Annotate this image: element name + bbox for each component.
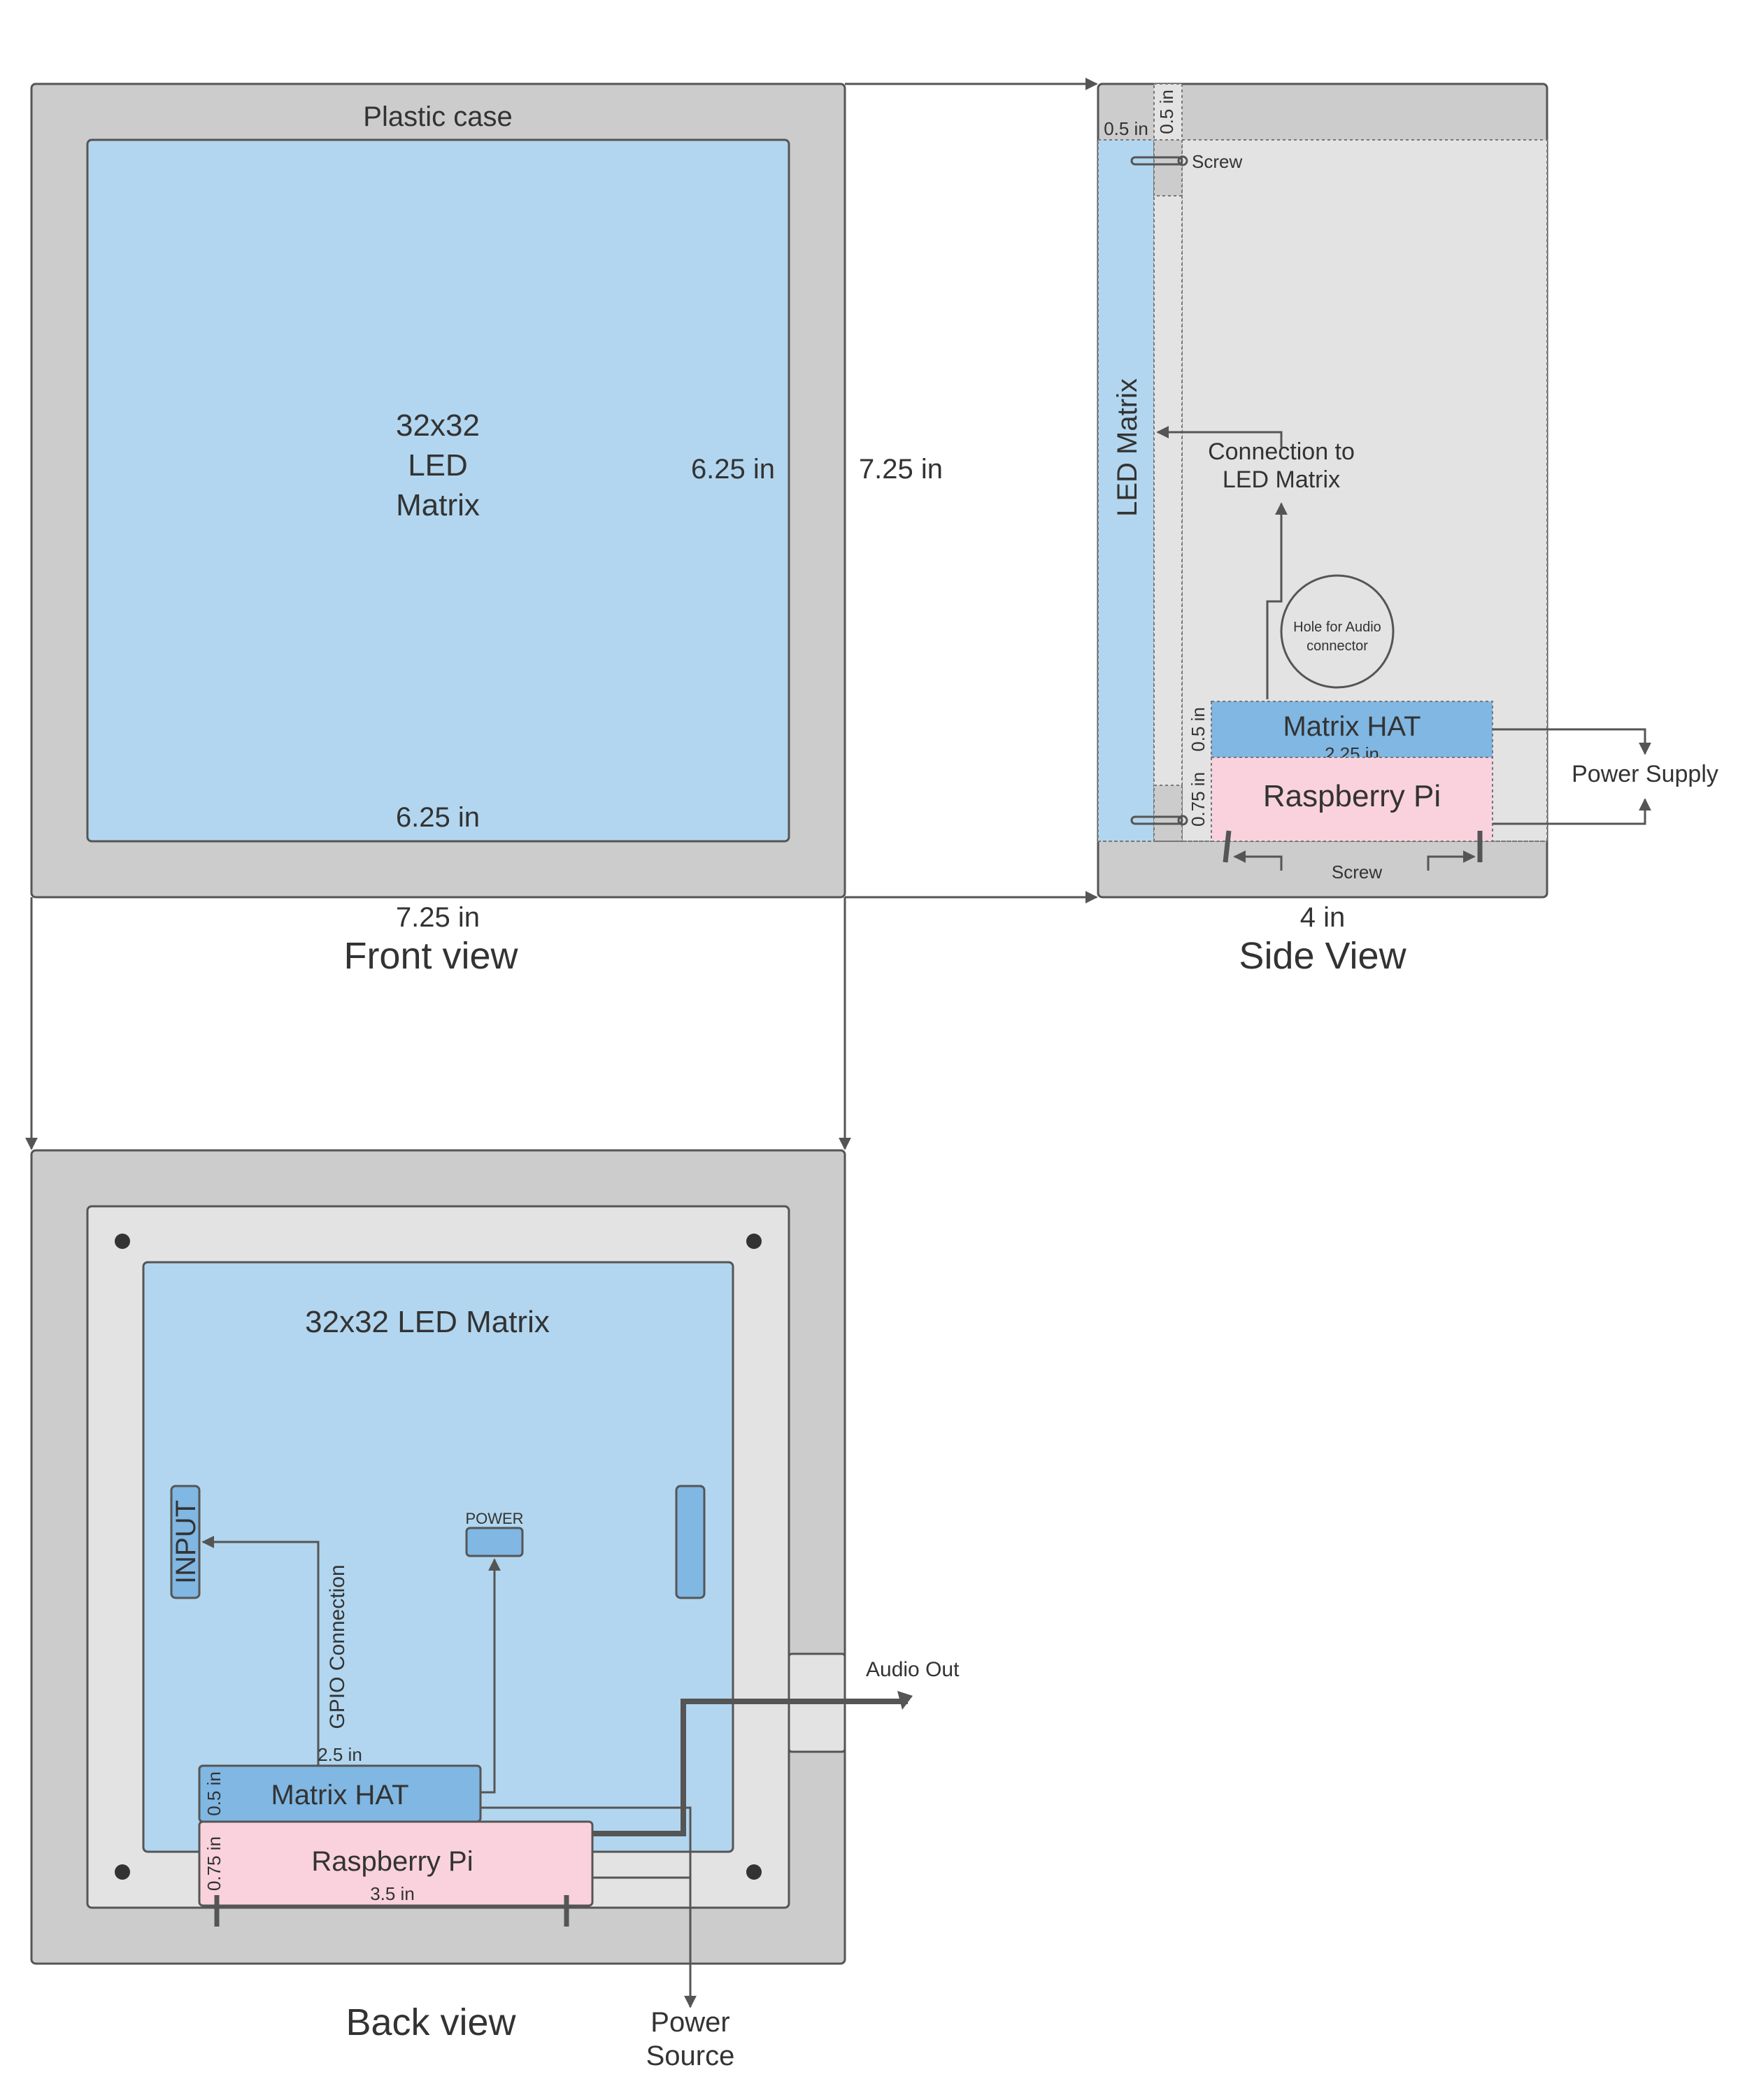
back-raspberry-pi <box>198 1820 594 1907</box>
side-screw-bottom-label: Screw <box>1332 862 1382 883</box>
back-raspberry-pi-width: 3.5 in <box>370 1883 415 1904</box>
side-matrix-hat-height: 0.5 in <box>1188 707 1209 752</box>
back-power-connector <box>465 1527 524 1557</box>
side-screw-bottom-shaft <box>1130 815 1183 825</box>
side-connection-wire <box>1266 502 1288 699</box>
side-matrix-hat-label: Matrix HAT <box>1283 711 1420 742</box>
side-screw-bottom-head <box>1177 815 1188 826</box>
back-power-source-label-1: Power <box>650 2007 729 2038</box>
side-audio-hole-label-1: Hole for Audio <box>1293 620 1381 635</box>
side-view: 0.5 in 0.5 in Screw LED Matrix Connectio… <box>1097 83 1718 977</box>
side-raspberry-pi <box>1211 757 1493 842</box>
back-raspberry-pi-label: Raspberry Pi <box>311 1846 473 1877</box>
back-audio-wire <box>592 1699 908 1836</box>
back-matrix-hat-height: 0.5 in <box>204 1771 225 1816</box>
front-inner-height: 6.25 in <box>691 454 775 485</box>
side-connection-label-1: Connection to <box>1208 438 1355 465</box>
side-connection-arrow <box>1156 426 1283 448</box>
back-audio-arrowhead <box>897 1691 913 1710</box>
front-outer-height: 7.25 in <box>859 454 943 485</box>
side-raspberry-pi-label: Raspberry Pi <box>1263 779 1441 813</box>
front-matrix-label-2: LED <box>408 448 468 483</box>
side-matrix-hat <box>1211 701 1493 758</box>
front-view-title: Front view <box>343 935 518 977</box>
side-view-title: Side View <box>1239 935 1406 977</box>
back-view: 32x32 LED Matrix INPUT POWER GPIO Connec… <box>30 1149 960 2071</box>
back-power-source-wire-hat <box>480 1806 697 2008</box>
side-power-supply-label: Power Supply <box>1572 761 1718 787</box>
side-spacer-top <box>1153 139 1183 197</box>
back-power-source-label-2: Source <box>646 2041 735 2071</box>
side-spacer-bottom <box>1153 785 1183 842</box>
back-mount-hole-br <box>746 1864 762 1880</box>
side-screw-arrow-left <box>1233 850 1283 871</box>
side-pi-screw-left <box>1223 830 1232 863</box>
side-audio-hole <box>1280 574 1395 689</box>
back-view-title: Back view <box>346 2001 516 2043</box>
back-raspberry-pi-height: 0.75 in <box>204 1836 225 1891</box>
side-matrix-gap <box>1153 83 1183 842</box>
side-screw-top-head <box>1177 155 1188 166</box>
front-matrix-label-3: Matrix <box>396 488 480 522</box>
side-depth-label: 4 in <box>1300 902 1346 933</box>
back-output-connector <box>675 1485 706 1599</box>
back-input-label: INPUT <box>171 1500 201 1584</box>
front-case-label: Plastic case <box>363 101 512 132</box>
back-mount-hole-tr <box>746 1234 762 1249</box>
side-top-thickness-v: 0.5 in <box>1156 90 1177 134</box>
front-inner-width: 6.25 in <box>396 802 480 833</box>
back-audio-out-label: Audio Out <box>866 1658 960 1681</box>
back-gpio-wire <box>201 1536 320 1766</box>
side-power-wire-pi <box>1493 798 1651 825</box>
back-mount-hole-bl <box>115 1864 130 1880</box>
side-screw-arrow-right <box>1427 850 1476 871</box>
side-top-thickness-h: 0.5 in <box>1104 118 1148 139</box>
back-power-wire <box>480 1558 501 1794</box>
front-led-matrix <box>86 138 790 843</box>
back-led-matrix <box>142 1261 734 1853</box>
back-gpio-label: GPIO Connection <box>326 1564 349 1729</box>
side-screw-top-label: Screw <box>1192 151 1242 172</box>
side-audio-hole-label-2: connector <box>1306 638 1368 654</box>
side-raspberry-pi-height: 0.75 in <box>1188 772 1209 827</box>
front-outer-width: 7.25 in <box>396 902 480 933</box>
side-screw-top-shaft <box>1130 156 1183 166</box>
back-matrix-hat-label: Matrix HAT <box>271 1780 408 1810</box>
back-mount-hole-tl <box>115 1234 130 1249</box>
side-connection-label-2: LED Matrix <box>1223 466 1340 493</box>
front-view: Plastic case 32x32 LED Matrix 6.25 in 6.… <box>30 83 943 977</box>
back-power-label: POWER <box>465 1510 523 1527</box>
side-power-wire-hat <box>1493 728 1651 755</box>
back-matrix-label: 32x32 LED Matrix <box>305 1305 550 1339</box>
back-matrix-hat-width: 2.5 in <box>318 1744 362 1765</box>
back-input-connector <box>170 1485 201 1599</box>
side-led-matrix-label: LED Matrix <box>1112 378 1143 517</box>
front-matrix-label-1: 32x32 <box>396 408 480 443</box>
